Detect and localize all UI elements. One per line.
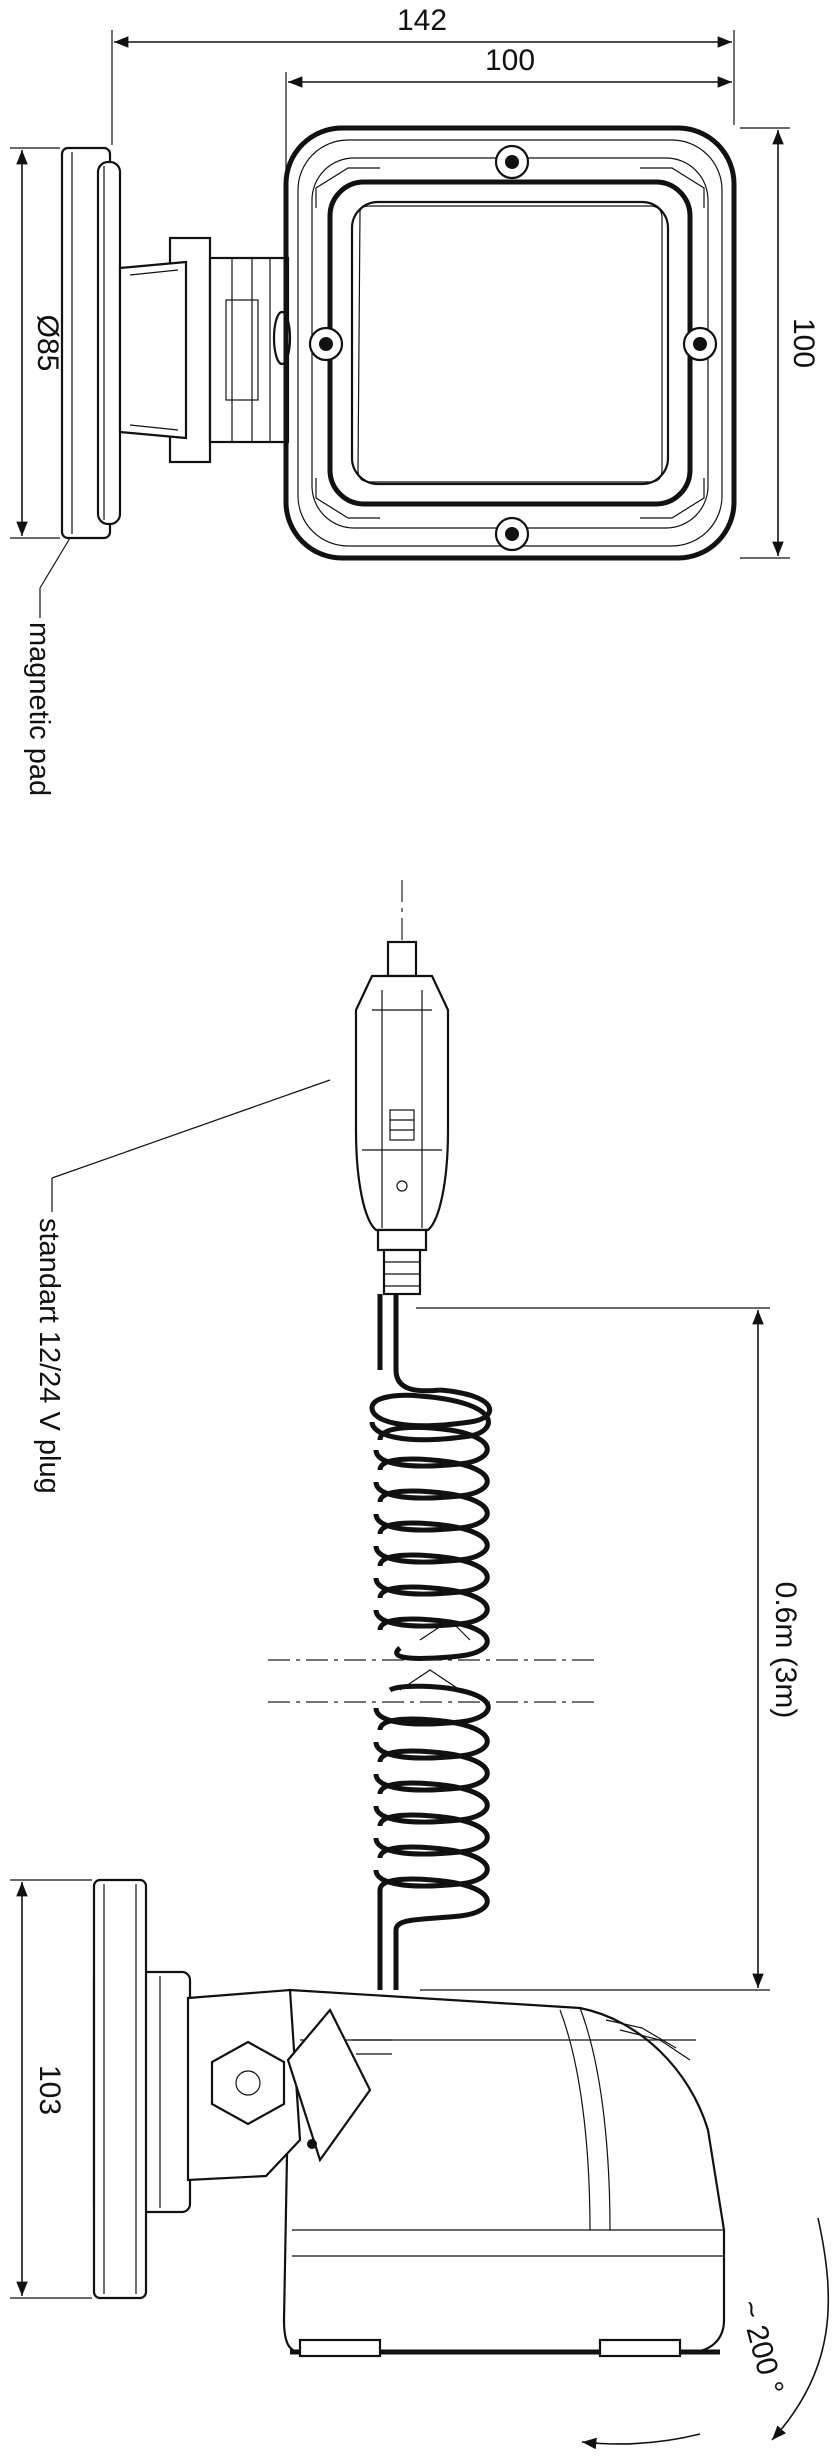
magnetic-pad-top	[60, 146, 122, 540]
dim-overall-width: 142	[111, 4, 735, 145]
lamp-housing-side	[282, 1988, 726, 2358]
magnetic-pad-side	[92, 1878, 192, 2300]
lamp-head-top	[283, 125, 737, 561]
lamp-width-label: 100	[485, 44, 535, 77]
pad-diameter-label: Ø85	[31, 315, 64, 372]
dim-lamp-width: 100	[285, 44, 732, 230]
top-view: 142 100 100 Ø85 magnetic pad	[10, 4, 820, 796]
side-view: standart 12/24 V plug	[10, 880, 830, 2450]
dim-lamp-height: 100	[740, 127, 820, 559]
dim-cable-length: 0.6m (3m)	[416, 1307, 802, 1991]
bracket-top	[118, 236, 292, 464]
plug-label: standart 12/24 V plug	[33, 1218, 65, 1494]
plug-callout: standart 12/24 V plug	[33, 1079, 331, 1494]
dim-pad-height-side: 103	[10, 1879, 92, 2299]
dim-pad-diameter: Ø85	[10, 147, 64, 539]
screw	[494, 144, 530, 180]
screw	[494, 516, 530, 552]
power-plug	[354, 940, 450, 1296]
magnetic-pad-label: magnetic pad	[23, 622, 55, 796]
screw	[682, 326, 718, 362]
swivel-bracket	[186, 1988, 392, 2182]
lamp-height-label: 100	[787, 318, 820, 368]
cable-length-label: 0.6m (3m)	[769, 1582, 802, 1719]
rotation-label: ~ 200 °	[733, 2297, 790, 2399]
magnetic-pad-callout: magnetic pad	[23, 537, 71, 796]
pad-height-label: 103	[33, 2065, 66, 2115]
coiled-cable	[369, 1294, 492, 1990]
screw	[308, 326, 344, 362]
overall-width-label: 142	[397, 4, 447, 37]
